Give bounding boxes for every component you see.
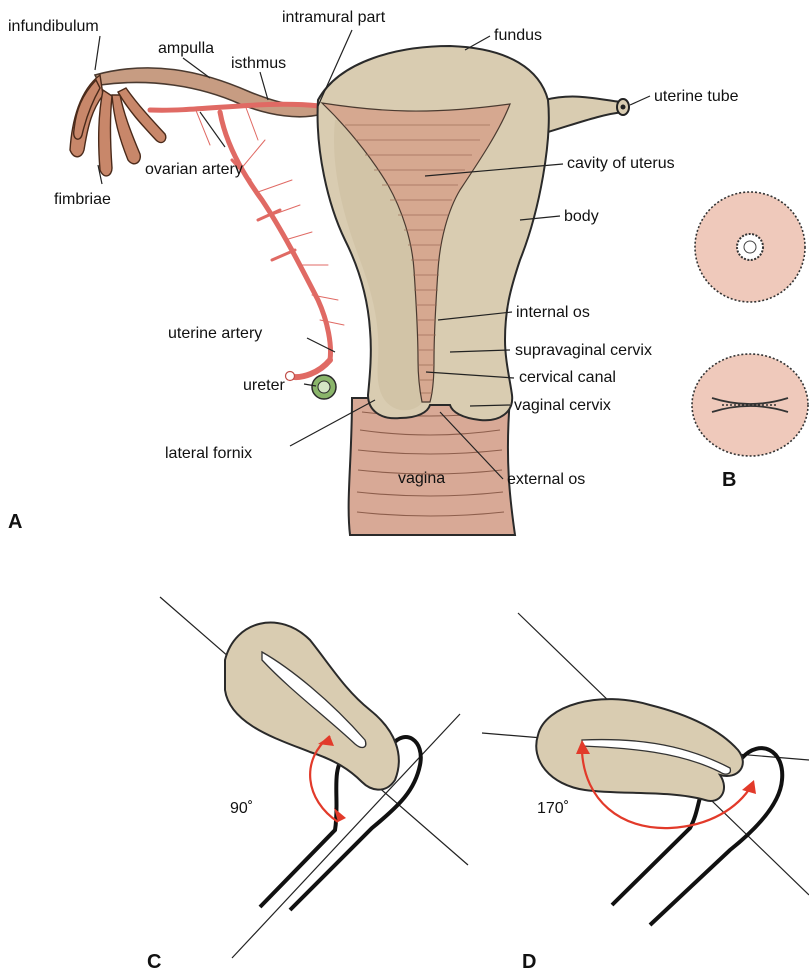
label-infundibulum: infundibulum — [8, 18, 99, 35]
panel-d-illustration: 170˚ D — [482, 613, 809, 973]
panel-label-a: A — [8, 511, 22, 533]
label-external-os: external os — [507, 471, 585, 488]
panel-label-d: D — [522, 951, 536, 973]
panel-c-illustration: 90˚ C — [147, 597, 468, 973]
uterine-tube-right — [545, 97, 624, 132]
label-fundus: fundus — [494, 27, 542, 44]
label-vaginal-cervix: vaginal cervix — [514, 397, 611, 414]
label-fimbriae: fimbriae — [54, 191, 111, 208]
label-uterine-tube: uterine tube — [654, 88, 739, 105]
panel-a-illustration: infundibulum ampulla intramural part ist… — [8, 9, 739, 535]
angle-label-d: 170˚ — [537, 800, 569, 817]
label-body: body — [564, 208, 599, 225]
label-ovarian-artery: ovarian artery — [145, 161, 243, 178]
label-cervical-canal: cervical canal — [519, 369, 616, 386]
label-isthmus: isthmus — [231, 55, 286, 72]
uterine-artery-dot — [286, 372, 295, 381]
label-ampulla: ampulla — [158, 40, 214, 57]
label-vagina: vagina — [398, 470, 445, 487]
panel-b-illustration: B — [692, 192, 808, 491]
label-lateral-fornix: lateral fornix — [165, 445, 252, 462]
label-ureter: ureter — [243, 377, 285, 394]
panel-label-b: B — [722, 469, 736, 491]
label-intramural-part: intramural part — [282, 9, 386, 26]
panel-label-c: C — [147, 951, 161, 973]
label-cavity-of-uterus: cavity of uterus — [567, 155, 675, 172]
angle-label-c: 90˚ — [230, 800, 253, 817]
parous-os-disc — [692, 354, 808, 456]
label-internal-os: internal os — [516, 304, 590, 321]
label-supravaginal-cervix: supravaginal cervix — [515, 342, 652, 359]
nulliparous-os-disc — [695, 192, 805, 302]
ureter-shape — [312, 375, 336, 399]
label-uterine-artery: uterine artery — [168, 325, 262, 342]
